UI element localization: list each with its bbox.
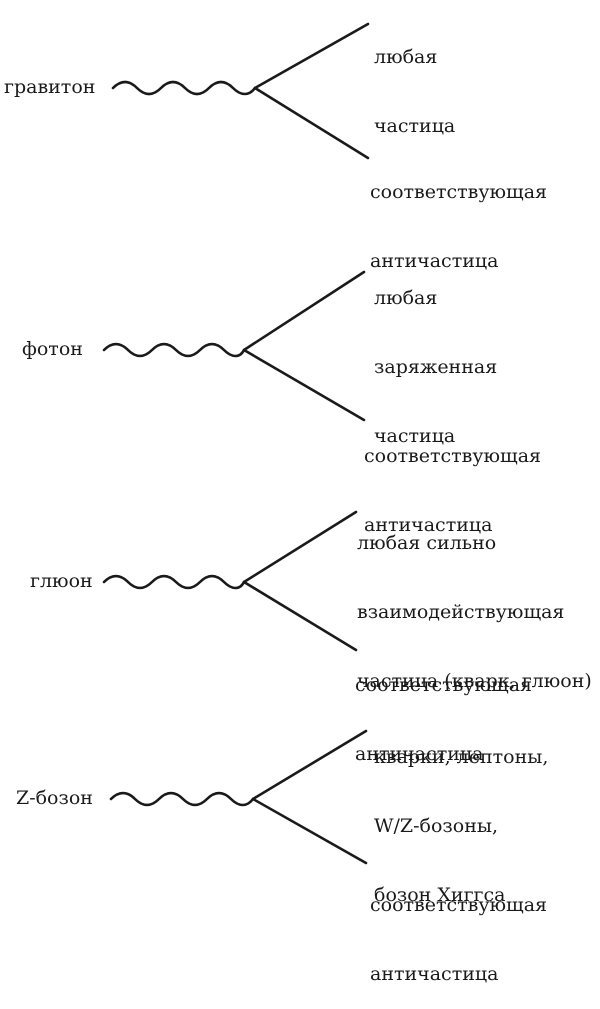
feynman-vertices-diagram — [102, 22, 370, 865]
photon-lower-line-2: античастица — [364, 514, 493, 536]
z-boson-upper-line-1: кварки, лептоны, — [374, 746, 549, 768]
vertex-graviton — [111, 22, 370, 160]
gluon-lower-line-2: античастица — [355, 743, 484, 765]
z-boson-wavy-line — [109, 791, 255, 807]
gluon-wavy-line — [102, 574, 246, 590]
graviton-lower-line — [253, 86, 370, 160]
photon-lower-text: соответствующая античастица — [364, 399, 541, 560]
z-boson-lower-line — [251, 797, 368, 865]
vertex-photon — [102, 270, 366, 422]
boson-label-photon: фотон — [22, 338, 83, 360]
z-boson-upper-line-2: W/Z-бозоны, — [374, 815, 499, 837]
photon-lower-line — [242, 348, 366, 422]
vertex-gluon — [102, 510, 358, 652]
photon-upper-line — [242, 270, 366, 352]
graviton-wavy-line — [111, 80, 257, 96]
gluon-upper-text: любая сильно взаимодействующая частица (… — [357, 486, 592, 716]
graviton-upper-text: любая частица — [374, 0, 455, 161]
gluon-lower-text: соответствующая античастица — [355, 628, 532, 789]
graviton-upper-line — [253, 22, 370, 90]
photon-upper-text: любая заряженная частица — [374, 241, 497, 471]
vertex-z-boson — [109, 729, 368, 865]
graviton-upper-line-2: частица — [374, 115, 456, 137]
photon-upper-line-2: заряженная — [374, 356, 498, 378]
photon-wavy-line — [102, 342, 246, 358]
gluon-upper-line — [242, 510, 358, 584]
graviton-upper-line-1: любая — [374, 46, 438, 68]
photon-lower-line-1: соответствующая — [364, 445, 542, 467]
z-boson-lower-text: соответствующая античастица — [370, 848, 547, 1009]
z-boson-lower-line-1: соответствующая — [370, 894, 548, 916]
boson-label-graviton: гравитон — [4, 76, 96, 98]
gluon-upper-line-3: частица (кварк, глюон) — [357, 670, 592, 692]
z-boson-upper-line — [251, 729, 368, 801]
boson-label-z-boson: Z-бозон — [16, 787, 93, 809]
photon-upper-line-1: любая — [374, 287, 438, 309]
gluon-lower-line-1: соответствующая — [355, 674, 533, 696]
z-boson-lower-line-2: античастица — [370, 963, 499, 985]
graviton-lower-text: соответствующая античастица — [370, 135, 547, 296]
boson-label-gluon: глюон — [30, 570, 93, 592]
graviton-lower-line-2: античастица — [370, 250, 499, 272]
gluon-upper-line-2: взаимодействующая — [357, 601, 565, 623]
photon-upper-line-3: частица — [374, 425, 456, 447]
gluon-upper-line-1: любая сильно — [357, 532, 497, 554]
graviton-lower-line-1: соответствующая — [370, 181, 548, 203]
gluon-lower-line — [242, 580, 358, 652]
